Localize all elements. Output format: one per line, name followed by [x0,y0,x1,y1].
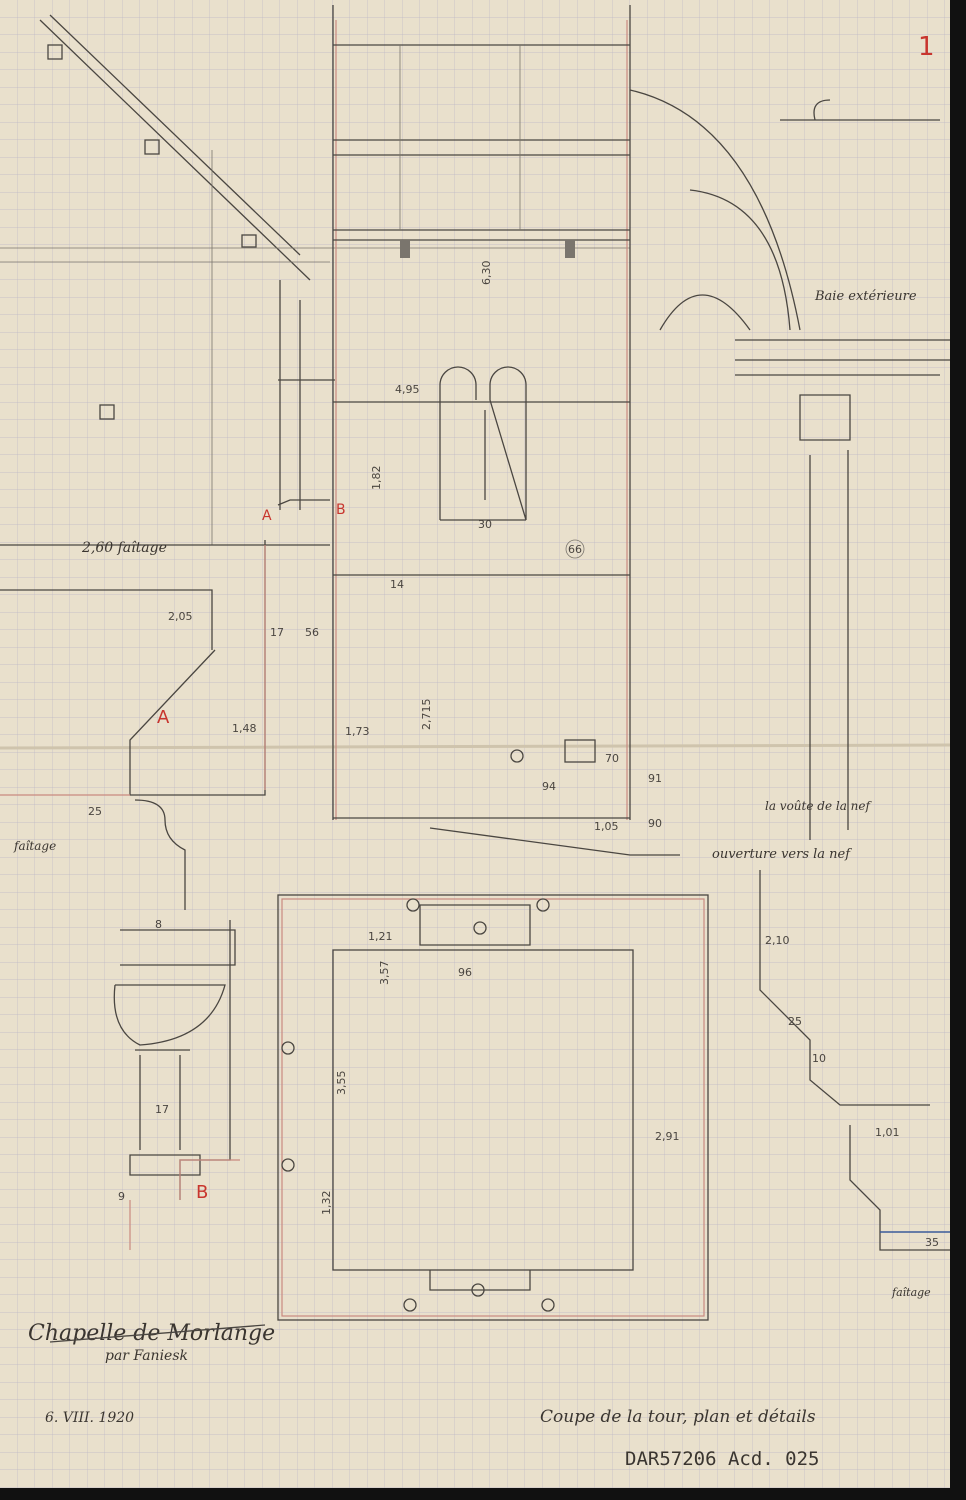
dim: 56 [305,626,319,639]
tower-section [332,5,680,856]
dim: 14 [390,578,404,591]
circle-66 [565,539,585,559]
dim: 4,95 [395,383,420,396]
dim: 1,05 [594,820,619,833]
dim: 2,715 [420,699,433,731]
left-wall-section [0,280,335,910]
circled-number-66: 66 [568,543,582,556]
dim: 25 [88,805,102,818]
dim: 8 [155,918,162,931]
drawing-caption: Coupe de la tour, plan et détails [540,1407,816,1427]
label-260-faitage: 2,60 faîtage [81,540,167,556]
label-voute-nef: la voûte de la nef [765,799,873,813]
dim: 1,01 [875,1126,900,1139]
label-faitage-right: faîtage [891,1286,931,1299]
dim: 2,91 [655,1130,680,1143]
page-number: 1 [918,32,935,62]
dim: 6,30 [480,261,493,286]
label-faitage-left: faîtage [13,839,56,853]
dim: 91 [648,772,662,785]
dim: 30 [478,518,492,531]
dim: 17 [270,626,284,639]
dim: 1,32 [320,1191,333,1216]
dim: 3,57 [378,961,391,986]
marker-a-lower: A [157,707,170,728]
roof-section [0,14,630,545]
dim: 70 [605,752,619,765]
dim: 17 [155,1103,169,1116]
dim: 96 [458,966,472,979]
archive-reference: DAR57206 Acd. 025 [625,1448,819,1470]
label-baie-exterieure: Baie extérieure [814,289,917,304]
tower-plan [277,894,709,1321]
dim: 2,05 [168,610,193,623]
marker-a-upper: A [262,508,272,524]
dim: 2,10 [765,934,790,947]
dim: 10 [812,1052,826,1065]
marker-b-lower: B [196,1182,208,1203]
dim: 25 [788,1015,802,1028]
marker-b-upper: B [336,502,346,518]
right-details [629,89,950,1251]
dim: 9 [118,1190,125,1203]
dim: 1,73 [345,725,370,738]
label-ouverture-nef: ouverture vers la nef [712,847,852,862]
dimension-labels: 2,05 1,82 2,715 1,73 56 17 1,48 94 70 91… [88,261,939,1250]
column-detail [113,920,240,1250]
dim: 94 [542,780,556,793]
drawing-date: 6. VIII. 1920 [45,1410,134,1426]
dim: 3,55 [335,1071,348,1096]
title-underline [49,1324,266,1343]
dim: 1,48 [232,722,257,735]
dim: 1,21 [368,930,393,943]
dim: 90 [648,817,662,830]
drawing-author: par Faniesk [105,1348,188,1364]
dim: 35 [925,1236,939,1249]
dim: 1,82 [370,466,383,491]
paper-fold [0,743,951,750]
